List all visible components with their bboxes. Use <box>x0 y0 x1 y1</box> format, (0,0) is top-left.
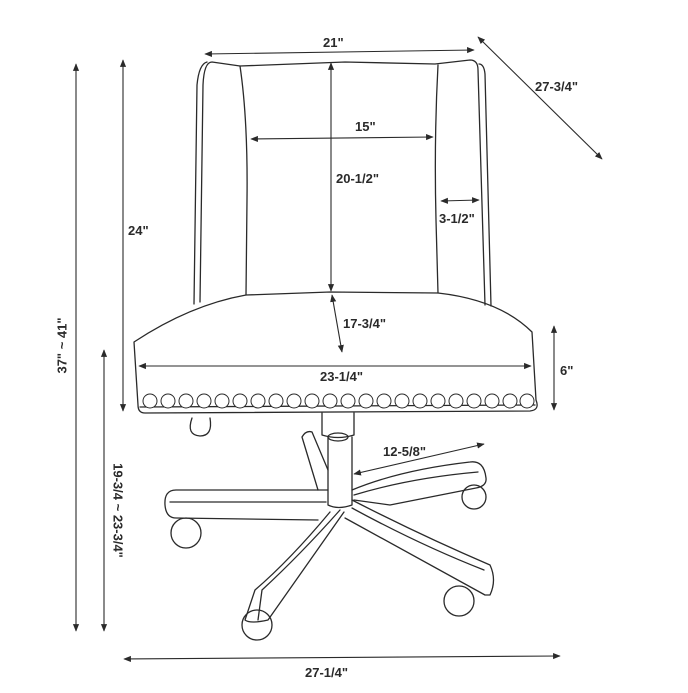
label-leg-length: 12-5/8" <box>383 444 427 459</box>
label-back-height: 20-1/2" <box>336 171 380 186</box>
label-seat-width: 23-1/4" <box>320 369 364 384</box>
label-24: 24" <box>128 223 149 238</box>
label-inner-width: 15" <box>355 119 376 134</box>
dimension-lines <box>72 36 603 663</box>
dim-line-base-width <box>123 652 561 663</box>
dim-line-diagonal <box>477 36 603 160</box>
label-seat-depth: 17-3/4" <box>343 316 387 331</box>
label-back-width: 21" <box>323 35 344 50</box>
label-overall-height: 37" ~ 41" <box>54 317 70 374</box>
nailhead-trim <box>142 393 535 409</box>
chair-base <box>164 412 495 641</box>
dim-line-leg-length <box>353 442 485 476</box>
dim-line-wing-width <box>440 197 480 204</box>
dim-line-inner-width <box>250 133 434 143</box>
label-seat-height: 19-3/4 ~ 23-3/4" <box>110 463 126 558</box>
label-seat-thickness: 6" <box>560 363 574 378</box>
label-diagonal: 27-3/4" <box>535 79 579 94</box>
dim-line-back-width <box>204 47 475 57</box>
label-base-width: 27-1/4" <box>305 665 349 680</box>
label-wing-width: 3-1/2" <box>439 211 475 226</box>
dim-line-seat-depth <box>330 294 344 353</box>
